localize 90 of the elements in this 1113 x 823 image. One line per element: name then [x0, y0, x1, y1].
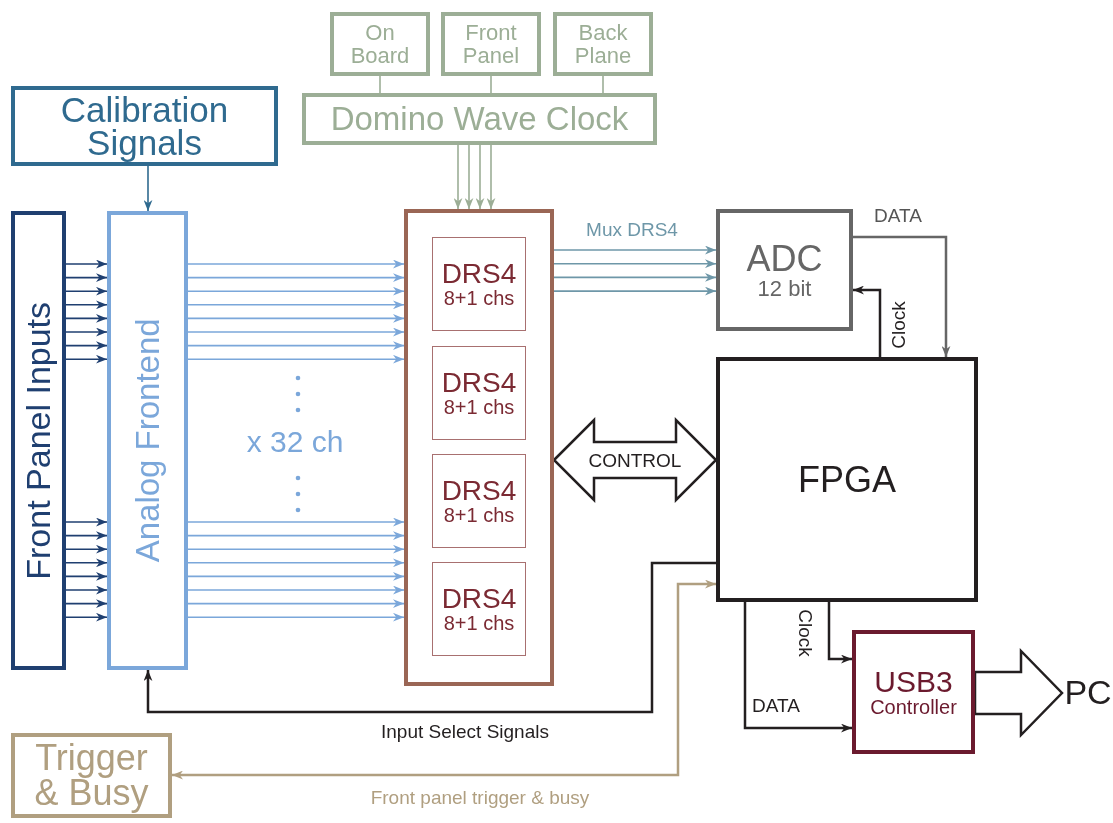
- arrow: [464, 144, 474, 210]
- block-label: DRS4: [441, 367, 517, 398]
- empty-box: [404, 209, 554, 686]
- arrow: [187, 300, 405, 310]
- block-label: Analog Frontend: [130, 318, 165, 563]
- block-box: [553, 12, 653, 76]
- block-sublabel: 8+1 chs: [443, 288, 515, 310]
- block-box: [11, 211, 66, 670]
- arrow: [187, 544, 405, 554]
- arrow: [65, 286, 108, 296]
- block-label: FPGA: [798, 460, 896, 499]
- arrow: [187, 327, 405, 337]
- arrow: [853, 285, 882, 357]
- block-box: [330, 12, 430, 76]
- block-box: [11, 86, 278, 166]
- block-box: [716, 357, 978, 602]
- arrow: [187, 259, 405, 269]
- arrow: [187, 354, 405, 364]
- block-box: [432, 454, 526, 548]
- arrow: [553, 245, 717, 255]
- block-box: [432, 237, 526, 331]
- block-label: Front Panel: [461, 20, 521, 68]
- arrow: [143, 561, 716, 714]
- arrow: [187, 517, 405, 527]
- arrow: [65, 327, 108, 337]
- block-box: [441, 12, 541, 76]
- connector-line: [490, 75, 492, 94]
- connector-line: [602, 75, 604, 94]
- arrow: [65, 612, 108, 622]
- arrow: [553, 286, 717, 296]
- arrow: [65, 300, 108, 310]
- arrow: [65, 354, 108, 364]
- arrow: [65, 531, 108, 540]
- arrow: [187, 599, 405, 608]
- arrow: [187, 314, 405, 323]
- arrow: [65, 572, 108, 581]
- block-label: USB3: [874, 665, 953, 698]
- connector-line: [379, 75, 381, 94]
- arrow: [187, 531, 405, 540]
- arrow: [187, 341, 405, 350]
- block-arrow: [973, 647, 1064, 739]
- edge-label: CONTROL: [587, 449, 683, 471]
- arrow: [853, 235, 951, 357]
- block-box: [432, 562, 526, 656]
- block-box: [11, 733, 172, 818]
- arrow: [453, 144, 463, 210]
- arrow: [486, 144, 496, 210]
- block-label: DRS4: [441, 258, 517, 289]
- block-sublabel: Controller: [870, 697, 957, 719]
- block-box: [107, 211, 188, 670]
- arrow: [187, 558, 405, 568]
- arrow: [65, 544, 108, 554]
- arrow: [65, 558, 108, 568]
- block-label: ADC: [746, 239, 823, 278]
- arrow: [65, 273, 108, 282]
- text-label: PC: [1064, 675, 1112, 711]
- arrow: [187, 572, 405, 581]
- block-sublabel: 8+1 chs: [443, 505, 515, 527]
- block-label: Front Panel Inputs: [20, 301, 57, 580]
- arrow: [172, 579, 716, 780]
- block-box: [432, 346, 526, 440]
- block-label: Calibration Signals: [59, 92, 230, 160]
- arrow: [187, 612, 405, 622]
- block-sublabel: 8+1 chs: [443, 613, 515, 635]
- arrow: [143, 165, 153, 212]
- arrow: [65, 517, 108, 527]
- block-label: Domino Wave Clock: [330, 101, 629, 137]
- arrow: [743, 602, 852, 733]
- arrow: [65, 341, 108, 350]
- block-box: [302, 93, 657, 145]
- block-label: On Board: [349, 20, 411, 68]
- arrow: [65, 585, 108, 595]
- block-sublabel: 8+1 chs: [443, 397, 515, 419]
- arrow: [553, 273, 717, 282]
- arrow: [65, 314, 108, 323]
- arrow: [187, 286, 405, 296]
- arrow: [65, 259, 108, 269]
- block-box: [716, 209, 853, 331]
- arrow: [553, 259, 717, 269]
- block-label: Back Plane: [573, 20, 633, 68]
- arrow: [187, 585, 405, 595]
- arrow: [475, 144, 485, 210]
- block-sublabel: 12 bit: [757, 277, 812, 301]
- double-arrow: [552, 417, 718, 503]
- arrow: [65, 599, 108, 608]
- arrow: [187, 273, 405, 282]
- block-box: [852, 630, 975, 754]
- block-label: DRS4: [441, 475, 517, 506]
- arrow: [827, 602, 852, 664]
- block-label: DRS4: [441, 583, 517, 614]
